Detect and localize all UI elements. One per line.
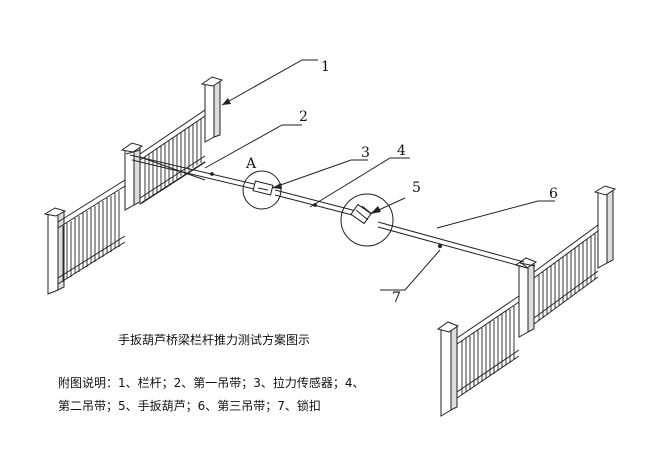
strap-assembly bbox=[125, 149, 536, 269]
callout-4: 4 bbox=[397, 143, 406, 159]
legend-line-2: 第二吊带；5、手扳葫芦；6、第三吊带；7、锁扣 bbox=[58, 399, 321, 413]
detail-circle-hoist bbox=[340, 193, 394, 247]
left-railing bbox=[43, 76, 224, 295]
tension-sensor bbox=[252, 180, 274, 196]
right-railing bbox=[436, 185, 617, 417]
leader-lines bbox=[204, 59, 555, 291]
second-strap bbox=[274, 189, 361, 213]
callout-3: 3 bbox=[361, 145, 370, 161]
detail-circle-a bbox=[242, 170, 282, 210]
callout-5: 5 bbox=[412, 180, 421, 196]
callout-6: 6 bbox=[549, 186, 558, 202]
callout-1: 1 bbox=[321, 59, 330, 75]
figure-caption: 手扳葫芦桥梁栏杆推力测试方案图示 bbox=[118, 333, 311, 347]
legend-line-1: 附图说明：1、栏杆；2、第一吊带；3、拉力传感器；4、 bbox=[58, 376, 365, 390]
detail-label-a: A bbox=[245, 156, 257, 172]
first-strap bbox=[129, 154, 259, 186]
third-strap bbox=[377, 221, 525, 263]
callout-2: 2 bbox=[299, 109, 308, 125]
lever-hoist bbox=[350, 203, 373, 225]
lock-buckle bbox=[437, 243, 443, 249]
callout-7: 7 bbox=[392, 290, 401, 306]
